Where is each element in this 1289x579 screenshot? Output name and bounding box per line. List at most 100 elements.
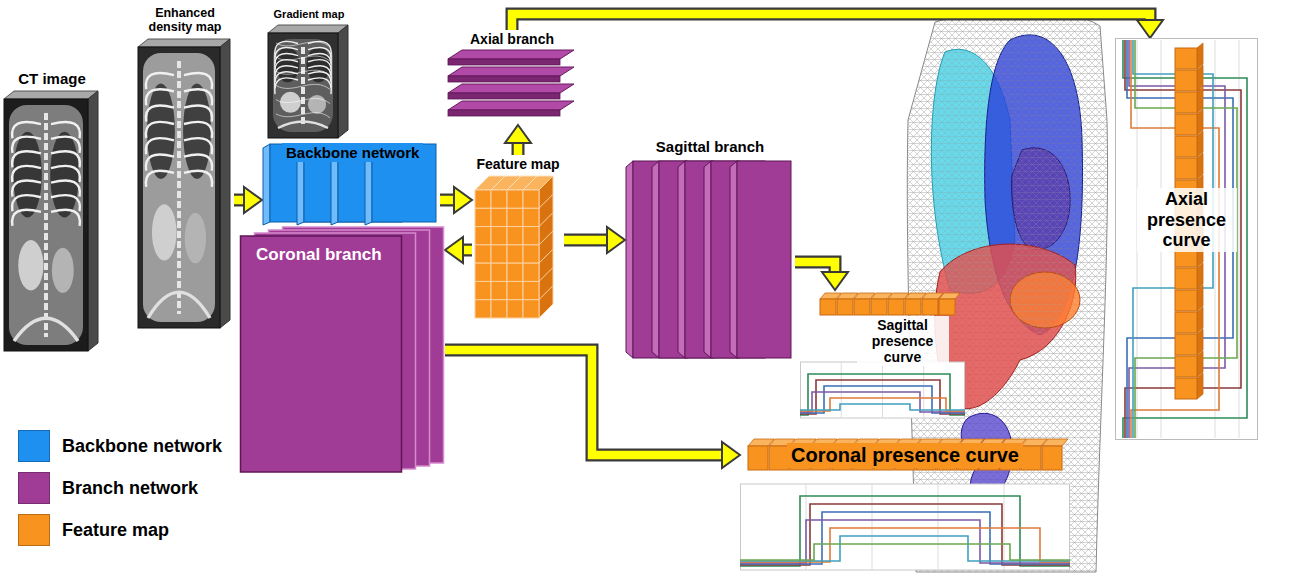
presence-curve	[800, 404, 965, 410]
scan-rib	[184, 89, 212, 105]
scan-rib	[275, 78, 298, 94]
scan-front-face	[268, 33, 338, 138]
curve-cell-side	[1197, 87, 1203, 113]
arrow-outline	[440, 194, 454, 207]
branch-label: Sagittal branch	[654, 138, 766, 155]
sagittal-presence-curve: Sagittal presence curve	[800, 290, 965, 420]
curve-cell	[1042, 446, 1062, 470]
legend-text: Backbone network	[62, 436, 222, 457]
axial-plate-front	[448, 59, 560, 65]
cube-cell	[507, 245, 523, 263]
arrow-outline	[463, 244, 472, 257]
scan-edge	[276, 56, 330, 61]
plot-grid	[938, 484, 939, 570]
arrow-outline	[234, 194, 244, 207]
cube-cell	[507, 300, 523, 318]
curve-cell	[837, 299, 853, 315]
scan-front-face	[4, 99, 88, 351]
plot-grid	[872, 484, 873, 570]
scan-rib	[184, 138, 212, 154]
legend-text: Feature map	[62, 520, 169, 541]
scan-rib	[184, 73, 212, 89]
presence-curve	[740, 544, 1070, 560]
cube-cell	[491, 263, 507, 281]
scan-rib	[146, 89, 174, 105]
coronal-presence-curve: Coronal presence curve	[740, 432, 1070, 572]
curve-cell	[1021, 446, 1041, 470]
density-map-image-shape	[136, 6, 234, 330]
arrow-body	[512, 14, 1150, 30]
cube-cell	[523, 281, 539, 299]
scan-rib	[184, 122, 212, 138]
gradient-map-image: Gradient map	[266, 4, 352, 140]
scan-side-face	[88, 91, 98, 351]
cube-cell	[507, 208, 523, 226]
presence-curve	[800, 392, 965, 412]
feature-map-cube-shape	[472, 155, 564, 320]
arrow-body	[445, 350, 722, 455]
curve-cell	[905, 299, 921, 315]
presence-curve	[740, 512, 1070, 564]
scan-rib	[146, 122, 174, 138]
curve-cell	[1175, 356, 1197, 377]
legend: Backbone networkBranch networkFeature ma…	[18, 425, 222, 551]
scan-top-face	[4, 91, 98, 99]
cube-cell	[523, 245, 539, 263]
axial-plate-front	[448, 110, 560, 116]
scan-lung	[13, 132, 42, 218]
axial-plate-top	[448, 50, 574, 59]
presence-curve	[1123, 40, 1247, 438]
scan-lung	[276, 47, 300, 83]
curve-cell	[1175, 70, 1197, 91]
scan-organ	[18, 240, 43, 290]
plot-panel	[1116, 39, 1258, 440]
presence-curve	[740, 520, 1070, 563]
plot-frame	[801, 362, 965, 418]
axial-plate-front	[448, 76, 560, 82]
axial-branch: Axial branch	[448, 30, 576, 125]
density-map-image: Enhanced density map	[136, 6, 234, 330]
sagittal-slab	[737, 161, 791, 358]
arrow-outline	[445, 350, 722, 455]
feature-label: Feature map	[474, 156, 561, 172]
branch-label: Axial branch	[468, 31, 556, 47]
presence-curve	[740, 536, 1070, 561]
network-label: Backbone network	[282, 143, 423, 162]
sagittal-branch: Sagittal branch	[625, 138, 795, 360]
cube-cell	[507, 263, 523, 281]
curve-cell	[1175, 48, 1197, 69]
scan-edge	[276, 70, 330, 75]
sagittal-slab-edge	[652, 161, 659, 358]
body-mesh-overlay	[931, 35, 1082, 335]
curve-cell	[888, 299, 904, 315]
scan-edge	[276, 42, 330, 47]
curve-cell	[1175, 114, 1197, 135]
image-label: Enhanced density map	[136, 6, 234, 35]
legend-row: Backbone network	[18, 425, 222, 467]
yellow-arrow	[564, 227, 625, 253]
curve-cell	[1175, 158, 1197, 179]
cube-cell	[475, 190, 491, 208]
sagittal-slab-edge	[704, 161, 711, 358]
scan-rib	[184, 171, 212, 187]
cube-cell	[475, 263, 491, 281]
yellow-arrow	[440, 187, 472, 213]
cube-cell	[491, 281, 507, 299]
cube-grid	[507, 176, 521, 190]
cube-grid	[539, 213, 553, 227]
legend-text: Branch network	[62, 478, 198, 499]
scan-torso	[9, 105, 83, 345]
cube-cell	[475, 227, 491, 245]
curve-cell	[854, 299, 870, 315]
presence-curve	[800, 380, 965, 414]
curve-cell	[1175, 136, 1197, 157]
ct-image: CT image	[2, 70, 102, 353]
presence-curve	[740, 496, 1070, 566]
plot-grid	[882, 362, 883, 418]
arrow-body	[440, 196, 454, 205]
coronal-slab	[241, 236, 402, 472]
scan-organ	[185, 213, 206, 264]
branch-label: Coronal branch	[252, 244, 386, 266]
scan-rib	[146, 154, 174, 170]
